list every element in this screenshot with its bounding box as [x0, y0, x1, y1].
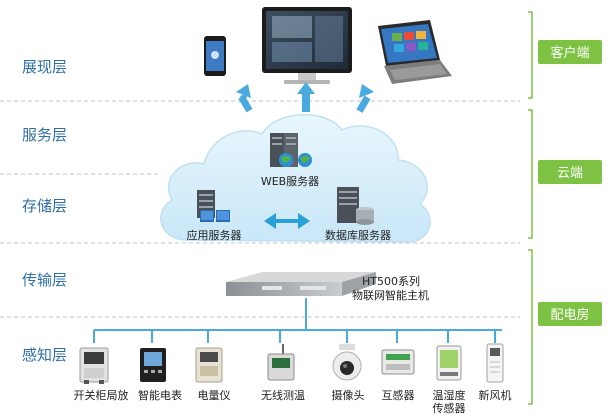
partial-discharge-device-icon — [79, 347, 109, 384]
bidirectional-arrow-icon — [264, 213, 310, 229]
device-label-smart-meter: 智能电表 — [138, 388, 182, 402]
web-server-icon — [270, 133, 312, 167]
zone-badge-client — [538, 40, 602, 64]
camera-icon — [332, 344, 362, 381]
device-label-partial-discharge: 开关柜局放 — [74, 388, 129, 402]
layer-label-transport: 传输层 — [22, 271, 67, 289]
device-label-humidity: 温湿度 — [433, 388, 466, 402]
arrow-to-laptop — [356, 84, 374, 113]
wireless-temp-icon — [267, 344, 295, 381]
humidity-sensor-icon — [436, 345, 462, 381]
device-label-transformer: 互感器 — [382, 389, 415, 402]
power-meter-icon — [195, 347, 223, 383]
bracket-client — [528, 11, 533, 99]
gateway-device-icon — [226, 272, 376, 296]
device-label-wireless-temp: 无线测温 — [261, 388, 305, 402]
device-label-humidity-line2: 传感器 — [433, 402, 466, 415]
app-server-icon — [197, 190, 230, 222]
zone-label-substation: 配电房 — [550, 307, 589, 323]
smart-meter-icon — [140, 348, 166, 382]
transformer-sensor-icon — [381, 349, 415, 375]
device-label-camera: 摄像头 — [332, 388, 365, 402]
device-label-fresh-air: 新风机 — [479, 388, 512, 402]
gateway-model-label: HT500系列 — [362, 274, 420, 288]
zone-label-cloud: 云端 — [557, 166, 583, 181]
layer-separators — [0, 100, 520, 318]
bracket-cloud — [528, 109, 533, 239]
app-server-label: 应用服务器 — [187, 228, 242, 242]
phone-icon — [204, 36, 226, 76]
layer-label-storage: 存储层 — [22, 197, 67, 215]
zone-brackets — [528, 11, 533, 405]
db-server-label: 数据库服务器 — [325, 228, 391, 242]
gateway-name-label: 物联网智能主机 — [352, 288, 429, 302]
bracket-substation — [528, 249, 533, 405]
zone-badge-cloud — [538, 160, 602, 184]
upload-arrows — [236, 82, 374, 113]
fresh-air-unit-icon — [486, 343, 504, 383]
layer-label-perception: 感知层 — [22, 346, 67, 364]
layer-labels: 展现层 服务层 存储层 传输层 感知层 — [22, 58, 67, 364]
arrow-to-phone — [236, 84, 253, 113]
device-label-power-meter: 电量仪 — [198, 389, 231, 402]
zone-label-client: 客户端 — [550, 45, 589, 61]
device-labels: 开关柜局放 智能电表 电量仪 无线测温 摄像头 互感器 温湿度 传感器 新风机 — [74, 388, 512, 415]
zone-badges: 客户端 云端 配电房 — [538, 40, 602, 326]
desktop-monitor-icon — [262, 7, 352, 84]
layer-label-service: 服务层 — [22, 126, 67, 144]
database-server-icon — [337, 187, 374, 225]
zone-badge-substation — [538, 302, 602, 326]
bus-lines — [93, 298, 502, 343]
arrow-to-desktop — [297, 82, 315, 112]
layer-label-presentation: 展现层 — [22, 58, 67, 76]
web-server-label: WEB服务器 — [261, 175, 319, 188]
laptop-icon — [378, 20, 452, 84]
